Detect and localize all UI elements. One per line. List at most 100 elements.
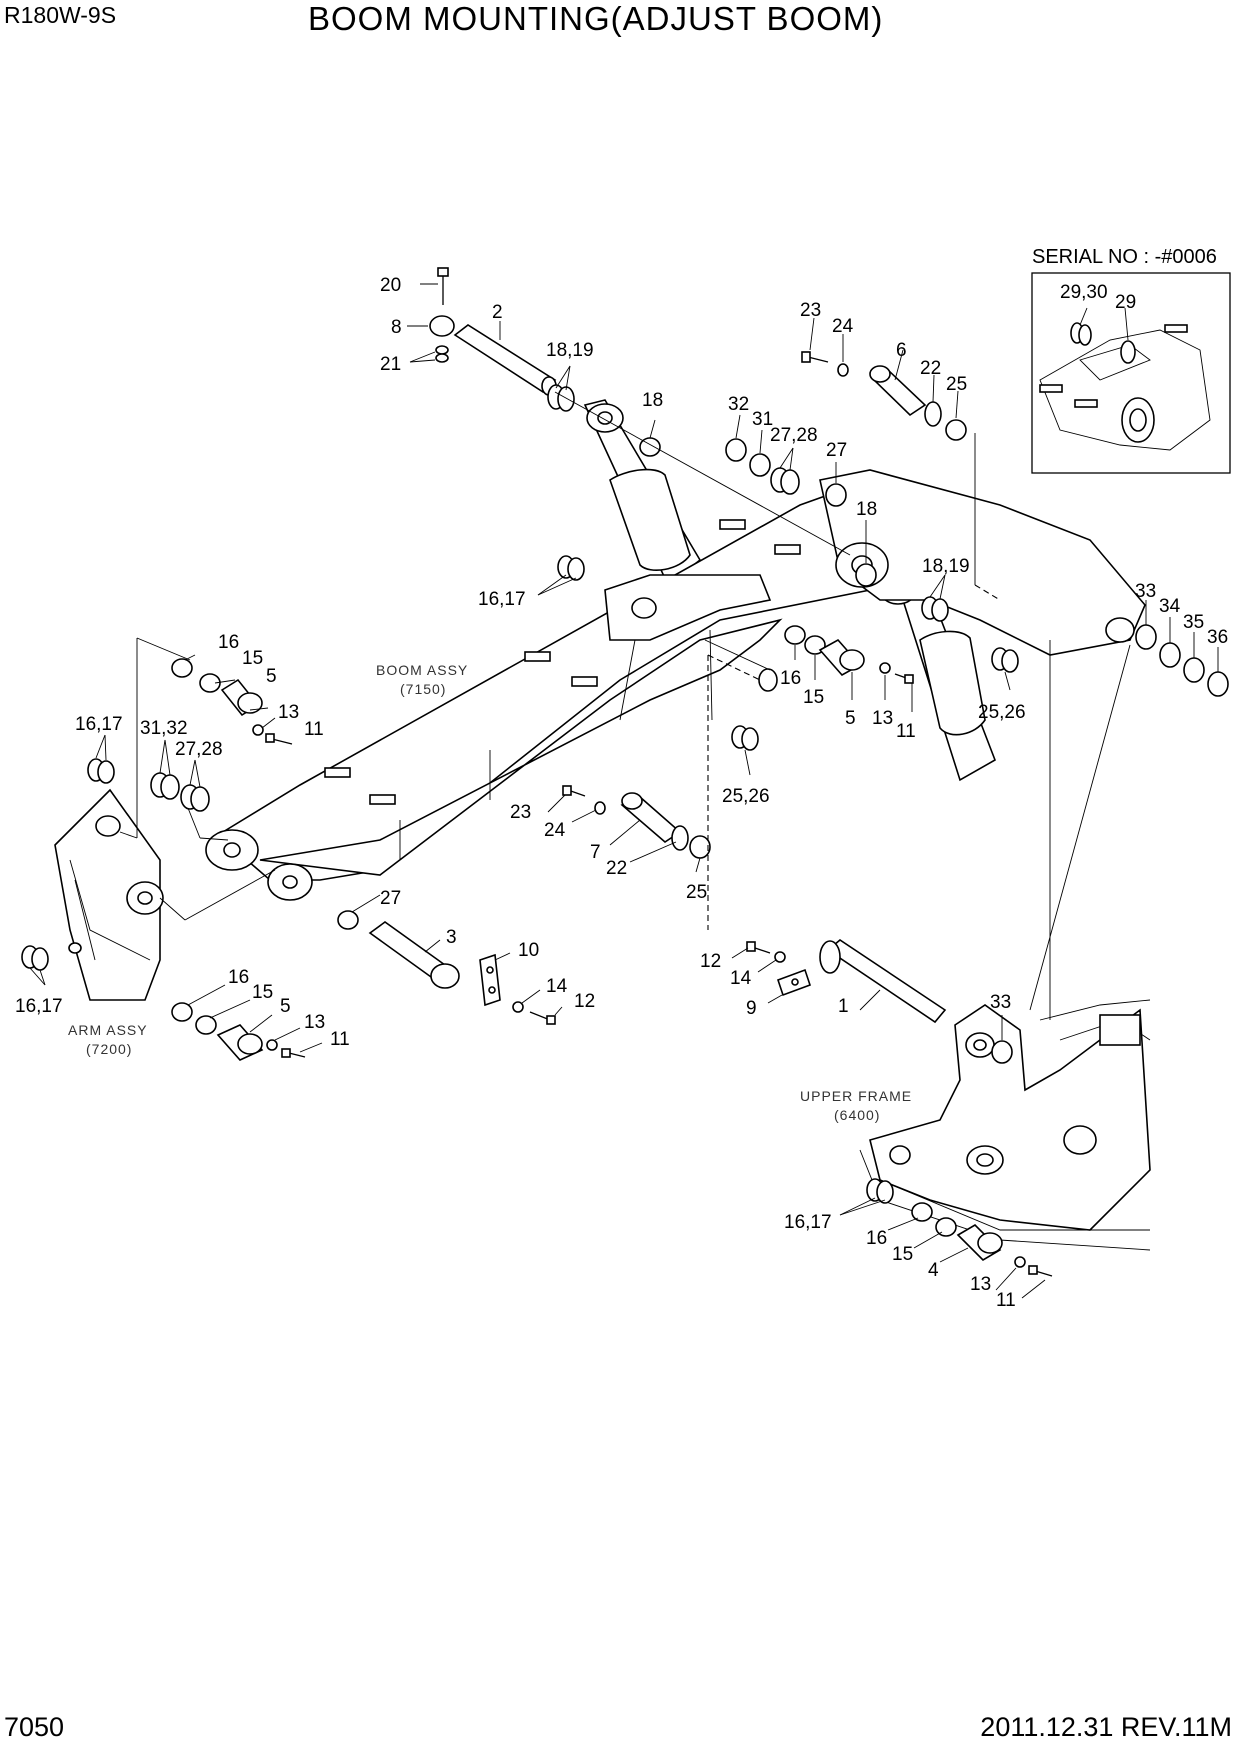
shim-16-frame (911, 1202, 933, 1222)
callout-14-right: 14 (730, 968, 752, 989)
pin-6 (869, 365, 927, 417)
upper-frame: UPPER FRAME (6400) (800, 999, 1151, 1251)
shim-16-17-frame-b (876, 1180, 894, 1204)
callout-27-28-top: 27,28 (770, 425, 818, 446)
pin-2 (453, 324, 557, 396)
washer-14-lower (512, 1001, 524, 1013)
callout-16-mid: 16 (780, 668, 801, 689)
washer-13-frame (1014, 1256, 1026, 1268)
shim-25-mid (689, 835, 711, 859)
callout-22-top: 22 (920, 358, 941, 379)
washer-15-frame (935, 1217, 957, 1237)
shim-27-top (825, 483, 847, 507)
boom-assy-name: BOOM ASSY (376, 662, 468, 678)
callout-13-left: 13 (278, 702, 299, 723)
washer-15-left (199, 673, 221, 693)
callout-18-19-mid: 18,19 (922, 556, 970, 577)
callout-23-top: 23 (800, 300, 821, 321)
inset-frame (1031, 272, 1231, 474)
shim-36 (1207, 671, 1229, 697)
washer-13-arm (266, 1039, 278, 1051)
shim-18-19b (557, 386, 575, 412)
plate-9 (776, 968, 812, 997)
bolt-12-right (746, 941, 771, 954)
callout-16-frame: 16 (866, 1228, 887, 1249)
arm-assy-code: (7200) (86, 1041, 132, 1057)
callout-25-26-right: 25,26 (978, 702, 1026, 723)
bolt-20 (437, 267, 449, 305)
shim-27-28b (780, 469, 800, 495)
pin-5-arm (216, 1024, 264, 1061)
pin-4 (956, 1223, 1003, 1262)
callout-13-frame: 13 (970, 1274, 991, 1295)
leader-lines (29, 283, 1219, 1299)
callout-15-frame: 15 (892, 1244, 913, 1265)
shim-22-top (924, 401, 942, 427)
callout-12-lower: 12 (574, 991, 595, 1012)
plate-10 (479, 953, 501, 1007)
shim-18-19-mid-b (931, 598, 949, 622)
arm-assy-name: ARM ASSY (68, 1022, 148, 1038)
callout-10: 10 (518, 940, 539, 961)
callout-1: 1 (838, 996, 849, 1017)
washer-13-left (252, 724, 264, 736)
serial-inset: SERIAL NO : -#0006 29,30 29 (1031, 246, 1231, 474)
callout-2: 2 (492, 302, 503, 323)
callout-16-arm: 16 (228, 967, 249, 988)
callout-5-mid: 5 (845, 708, 856, 729)
inset-callout-2: 29 (1115, 292, 1136, 313)
washer-14-right (774, 951, 786, 963)
upper-frame-name: UPPER FRAME (800, 1088, 912, 1104)
callout-27-28-left: 27,28 (175, 739, 223, 760)
callout-11-arm: 11 (330, 1029, 350, 1050)
callout-8: 8 (391, 317, 402, 338)
page-title: BOOM MOUNTING(ADJUST BOOM) (308, 0, 884, 37)
upper-frame-code: (6400) (834, 1107, 880, 1123)
shim-32 (725, 438, 747, 462)
boom-assy: BOOM ASSY (7150) (205, 469, 1146, 901)
shim-25-26-mid-b (741, 727, 759, 751)
callout-31-32: 31,32 (140, 718, 188, 739)
bolt-11-mid (894, 673, 914, 684)
callout-36: 36 (1207, 627, 1228, 648)
shim-16-17-upper-b (567, 557, 585, 581)
callout-5-arm: 5 (280, 996, 291, 1017)
callout-25-26-mid: 25,26 (722, 786, 770, 807)
shim-16-mid (784, 625, 806, 645)
callout-35: 35 (1183, 612, 1204, 633)
callout-32: 32 (728, 394, 749, 415)
plate-8 (429, 315, 455, 337)
inset-bracket (1039, 329, 1211, 451)
callout-23-mid: 23 (510, 802, 531, 823)
pin-5-mid (818, 638, 865, 677)
arm-assy: ARM ASSY (7200) (54, 788, 164, 1057)
callout-22-mid: 22 (606, 858, 627, 879)
callout-34: 34 (1159, 596, 1181, 617)
callout-18-mid: 18 (856, 499, 877, 520)
shim-31 (749, 453, 771, 477)
callout-11-left: 11 (304, 719, 324, 740)
bolt-23-top (801, 351, 829, 363)
shim-16-mid2 (758, 668, 778, 692)
bolt-11-left (265, 733, 293, 745)
callout-15-arm: 15 (252, 982, 273, 1003)
shim-35 (1183, 657, 1205, 683)
callout-4: 4 (928, 1260, 939, 1281)
callout-33: 33 (1135, 581, 1156, 602)
shim-16-left (171, 658, 193, 678)
callout-27-lower: 27 (380, 888, 401, 909)
callout-6: 6 (896, 340, 907, 361)
washer-24-mid (594, 801, 606, 815)
callout-16-17-frame: 16,17 (784, 1212, 832, 1233)
callout-16-17-left: 16,17 (75, 714, 123, 735)
inset-serial-label: SERIAL NO : -#0006 (1032, 246, 1217, 268)
callout-16-17-arm: 16,17 (15, 996, 63, 1017)
bolt-11-frame (1028, 1265, 1053, 1277)
inset-washer (1120, 340, 1136, 364)
pin-5-left (220, 678, 263, 717)
callout-24-mid: 24 (544, 820, 566, 841)
bolt-12-lower (529, 1011, 556, 1025)
callout-16-left: 16 (218, 632, 239, 653)
callout-13-arm: 13 (304, 1012, 325, 1033)
